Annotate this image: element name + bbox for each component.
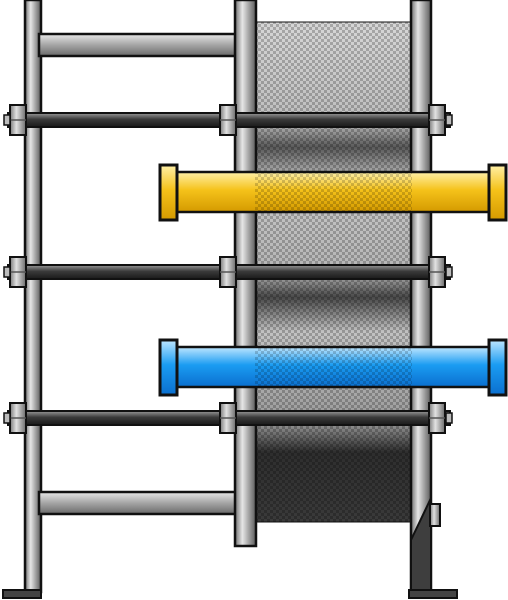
cold-fluid-pipe [158, 338, 508, 397]
rod-end-cap [3, 266, 11, 278]
rod-end-cap [445, 114, 453, 126]
left-frame-post [2, 0, 43, 599]
rod-end-cap [3, 412, 11, 424]
rod-end-cap [445, 412, 453, 424]
tie-rods [3, 104, 453, 434]
rod-end-cap [445, 266, 453, 278]
hot-fluid-pipe [158, 163, 508, 222]
top-support-bar [37, 32, 241, 58]
right-end-post [408, 0, 458, 599]
bottom-support-bar [37, 490, 241, 516]
rod-end-cap [3, 114, 11, 126]
